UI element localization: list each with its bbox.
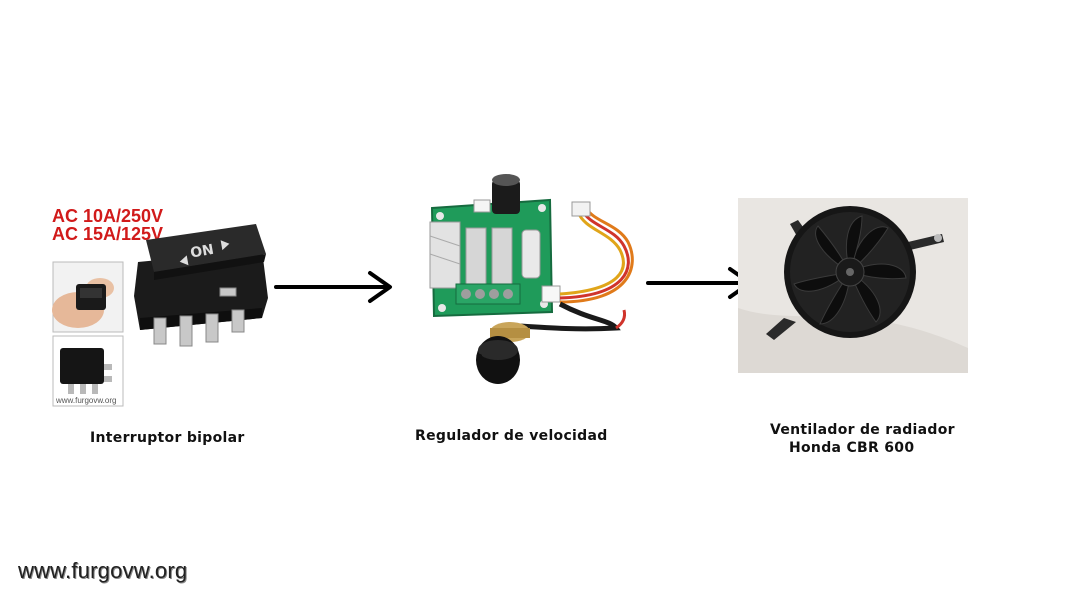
- switch-image: AC 10A/250V AC 15A/125V www.furgovw.org: [50, 200, 275, 410]
- regulator-image: [400, 150, 646, 412]
- rocker-switch: ON: [134, 224, 268, 347]
- switch-face-text: ON: [189, 242, 215, 262]
- fan-caption-line2: Honda CBR 600: [789, 440, 915, 456]
- fan-caption-line1: Ventilador de radiador: [770, 422, 955, 438]
- regulator-caption: Regulador de velocidad: [415, 428, 608, 444]
- footer-watermark: www.furgovw.org: [18, 558, 188, 583]
- switch-caption: Interruptor bipolar: [90, 430, 245, 446]
- switch-thumb-pins: www.furgovw.org: [52, 335, 124, 407]
- switch-thumb-watermark: www.furgovw.org: [55, 396, 116, 405]
- arrow-switch-to-regulator: [274, 270, 396, 304]
- fan-image: [738, 198, 968, 373]
- switch-rating-line1: AC 10A/250V: [52, 206, 163, 226]
- switch-thumb-hand: [52, 261, 124, 333]
- switch-rating-line2: AC 15A/125V: [52, 224, 163, 244]
